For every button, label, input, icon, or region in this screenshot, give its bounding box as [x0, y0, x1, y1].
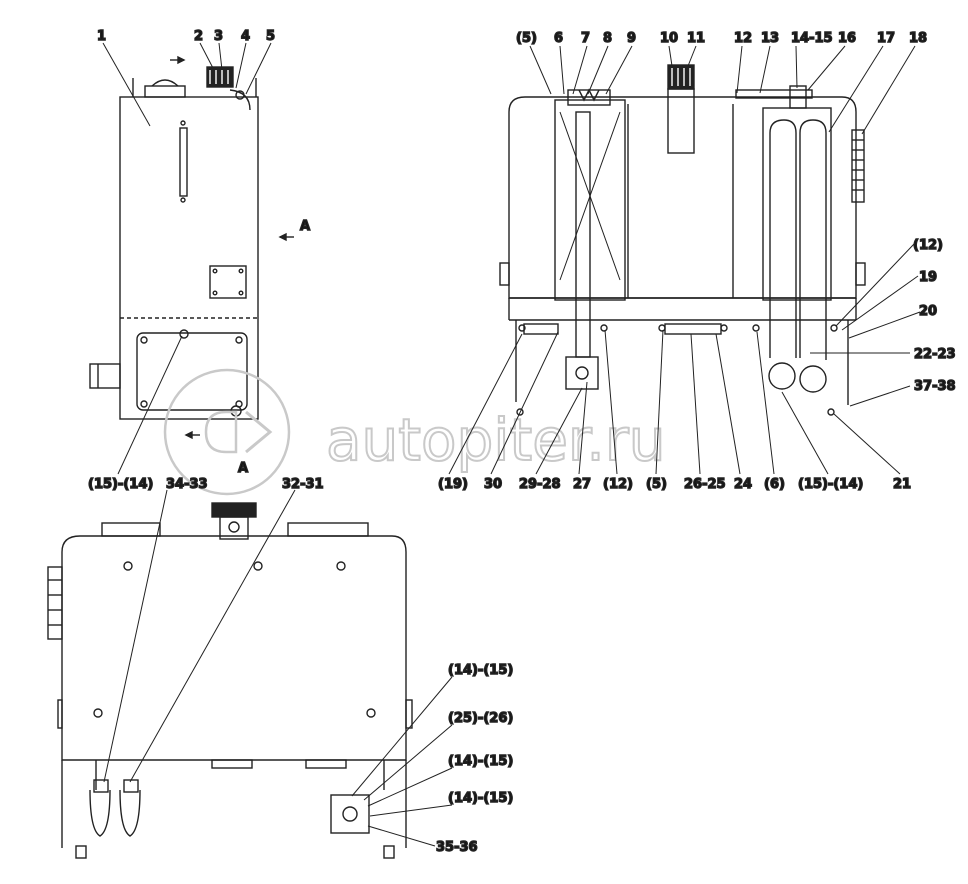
callout-bottom-14-15-b: (14)-(15)	[448, 754, 513, 769]
callout-side-32-31: 32-31	[282, 477, 324, 492]
callout-front-top-18: 18	[909, 31, 927, 46]
suction-flange	[523, 323, 559, 335]
callout-front-top-7: 7	[581, 31, 590, 46]
return-pipe-left	[769, 119, 797, 358]
filter-spring	[578, 88, 600, 102]
callout-side-2: 2	[194, 29, 203, 44]
return-pipe-elbow	[229, 89, 251, 111]
callout-bottom-25-26: (25)-(26)	[448, 711, 513, 726]
filter-base-block	[565, 356, 599, 390]
mount-plate	[209, 265, 247, 299]
bottom-view-gauge	[47, 566, 63, 640]
callout-front-bottom-27: 27	[573, 477, 591, 492]
watermark-logo-arrow	[245, 410, 273, 454]
callout-side-4: 4	[241, 29, 250, 44]
callout-front-top-8: 8	[603, 31, 612, 46]
bottom-view-neck	[219, 516, 249, 540]
callout-front-top-9: 9	[627, 31, 636, 46]
bottom-view-breather	[211, 502, 257, 518]
callout-front-top-11: 11	[687, 31, 705, 46]
front-view-body	[508, 96, 857, 299]
callout-side-34-33: 34-33	[166, 477, 208, 492]
suction-pipe-stub	[89, 363, 121, 389]
filler-cap	[151, 79, 179, 87]
level-gauge	[179, 127, 188, 197]
callout-front-top-13: 13	[761, 31, 779, 46]
top-plate	[735, 89, 813, 99]
watermark-logo-ring	[163, 368, 291, 496]
callout-side-5: 5	[266, 29, 275, 44]
bottom-view-body	[61, 535, 407, 761]
cleanout-cover	[136, 332, 248, 411]
return-pipe-end-left	[768, 362, 796, 390]
callouts: 1 2 3 4 5 (15)-(14) 34-33 32-31 (5) 6 7 …	[87, 28, 956, 855]
side-view	[89, 55, 294, 440]
front-view	[499, 64, 866, 416]
callout-front-bottom-29-28: 29-28	[519, 477, 561, 492]
callout-front-top-14-15: 14-15	[791, 31, 833, 46]
callout-front-top-12: 12	[734, 31, 752, 46]
callout-front-bottom-26-25: 26-25	[684, 477, 726, 492]
breather-pipe	[667, 88, 695, 154]
callout-front-right-37-38: 37-38	[914, 379, 956, 394]
return-pipe-end-right	[799, 365, 827, 393]
callout-front-bottom-24: 24	[734, 477, 752, 492]
front-level-gauge	[851, 129, 865, 203]
callout-front-bottom-12: (12)	[603, 477, 633, 492]
callout-front-bottom-6: (6)	[764, 477, 785, 492]
callout-front-right-19: 19	[919, 270, 937, 285]
view-label-a-top: A	[300, 219, 310, 234]
callout-side-15-14: (15)-(14)	[88, 477, 153, 492]
bottom-pipe-left	[89, 789, 111, 837]
callout-bottom-14-15-a: (14)-(15)	[448, 663, 513, 678]
breather-cap	[206, 66, 234, 88]
callout-side-1: 1	[97, 29, 106, 44]
callout-front-right-22-23: 22-23	[914, 347, 956, 362]
bottom-pipe-right	[119, 789, 141, 837]
top-bracket-right	[287, 522, 369, 537]
callout-front-right-12: (12)	[913, 238, 943, 253]
filler-cap-base	[144, 85, 186, 98]
bottom-view	[47, 502, 413, 859]
callout-front-top-5: (5)	[516, 31, 537, 46]
callout-front-top-10: 10	[660, 31, 678, 46]
return-chamber	[762, 107, 832, 301]
callout-bottom-14-15-c: (14)-(15)	[448, 791, 513, 806]
callout-front-bottom-15-14: (15)-(14)	[798, 477, 863, 492]
callout-front-bottom-30: 30	[484, 477, 502, 492]
side-view-body	[119, 96, 259, 420]
watermark-logo-a	[204, 410, 238, 454]
bottom-filter-block	[330, 794, 370, 834]
callout-front-bottom-5: (5)	[646, 477, 667, 492]
callout-front-right-21: 21	[893, 477, 911, 492]
callout-front-bottom-19: (19)	[438, 477, 468, 492]
return-pipe-right	[799, 119, 827, 360]
callout-side-3: 3	[214, 29, 223, 44]
callout-front-top-16: 16	[838, 31, 856, 46]
callout-front-right-20: 20	[919, 304, 937, 319]
drain-plug	[179, 329, 189, 339]
top-bracket-left	[101, 522, 161, 537]
view-label-a-side: A	[238, 461, 248, 476]
drain-flange	[664, 323, 722, 335]
callout-front-top-6: 6	[554, 31, 563, 46]
callout-bottom-35-36: 35-36	[436, 840, 478, 855]
callout-front-top-17: 17	[877, 31, 895, 46]
leader-lines	[102, 42, 921, 847]
